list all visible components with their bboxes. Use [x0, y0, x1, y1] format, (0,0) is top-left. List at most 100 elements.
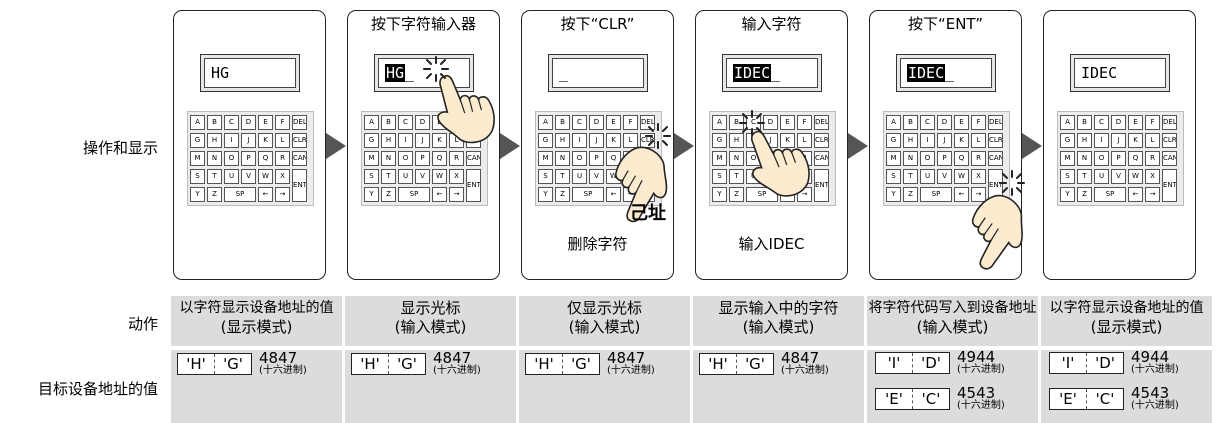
keypad-key-X[interactable]: X	[449, 169, 464, 184]
keypad-key-Q[interactable]: Q	[606, 151, 621, 166]
keypad-key-N[interactable]: N	[1077, 151, 1092, 166]
keypad-key-Y[interactable]: Y	[712, 187, 727, 202]
keypad-key-E[interactable]: E	[258, 115, 273, 130]
keypad-key-C[interactable]: C	[398, 115, 413, 130]
keypad-key-N[interactable]: N	[381, 151, 396, 166]
keypad-key-K[interactable]: K	[954, 133, 969, 148]
keypad-key-D[interactable]: D	[415, 115, 430, 130]
keypad-key-I[interactable]: I	[572, 133, 587, 148]
keypad-key-V[interactable]: V	[1111, 169, 1126, 184]
keypad-key-K[interactable]: K	[606, 133, 621, 148]
keypad-key-→[interactable]: →	[1145, 187, 1160, 202]
keypad-key-A[interactable]: A	[886, 115, 901, 130]
keypad-key-G[interactable]: G	[712, 133, 727, 148]
keypad-key-CLR[interactable]: CLR	[988, 133, 1003, 148]
keypad-key-A[interactable]: A	[538, 115, 553, 130]
keypad-key-J[interactable]: J	[1111, 133, 1126, 148]
keypad-key-M[interactable]: M	[190, 151, 205, 166]
keypad-key-←[interactable]: ←	[606, 187, 621, 202]
keypad-key-Z[interactable]: Z	[555, 187, 570, 202]
keypad-key-SP[interactable]: SP	[224, 187, 256, 202]
keypad-key-ENT[interactable]: ENT	[1162, 169, 1177, 202]
keypad-key-←[interactable]: ←	[954, 187, 969, 202]
keypad-key-Z[interactable]: Z	[381, 187, 396, 202]
keypad-key-S[interactable]: S	[886, 169, 901, 184]
keypad-key-E[interactable]: E	[780, 115, 795, 130]
keypad-key-G[interactable]: G	[1060, 133, 1075, 148]
keypad-key-Q[interactable]: Q	[954, 151, 969, 166]
keypad-key-T[interactable]: T	[555, 169, 570, 184]
keypad-key-B[interactable]: B	[555, 115, 570, 130]
keypad-key-G[interactable]: G	[538, 133, 553, 148]
keypad-key-P[interactable]: P	[415, 151, 430, 166]
keypad-key-R[interactable]: R	[1145, 151, 1160, 166]
keypad-key-Y[interactable]: Y	[886, 187, 901, 202]
keypad-key-M[interactable]: M	[538, 151, 553, 166]
keypad-key-H[interactable]: H	[207, 133, 222, 148]
keypad-key-C[interactable]: C	[572, 115, 587, 130]
keypad-key-DEL[interactable]: DEL	[640, 115, 655, 130]
keypad-key-T[interactable]: T	[729, 169, 744, 184]
keypad-key-X[interactable]: X	[971, 169, 986, 184]
keypad-key-CAN[interactable]: CAN	[466, 151, 481, 166]
keypad-key-O[interactable]: O	[572, 151, 587, 166]
keypad-key-O[interactable]: O	[920, 151, 935, 166]
keypad-key-E[interactable]: E	[1128, 115, 1143, 130]
keypad-key-D[interactable]: D	[589, 115, 604, 130]
keypad-key-H[interactable]: H	[1077, 133, 1092, 148]
keypad-key-W[interactable]: W	[954, 169, 969, 184]
keypad-key-L[interactable]: L	[971, 133, 986, 148]
keypad-key-N[interactable]: N	[729, 151, 744, 166]
keypad-key-Y[interactable]: Y	[538, 187, 553, 202]
keypad-key-ENT[interactable]: ENT	[292, 169, 307, 202]
keypad-key-H[interactable]: H	[381, 133, 396, 148]
keypad-key-T[interactable]: T	[381, 169, 396, 184]
keypad-key-B[interactable]: B	[207, 115, 222, 130]
keypad-key-S[interactable]: S	[538, 169, 553, 184]
keypad-key-ENT[interactable]: ENT	[466, 169, 481, 202]
keypad-key-L[interactable]: L	[797, 133, 812, 148]
keypad-key-C[interactable]: C	[1094, 115, 1109, 130]
keypad-key-F[interactable]: F	[275, 115, 290, 130]
keypad-key-O[interactable]: O	[1094, 151, 1109, 166]
keypad-key-D[interactable]: D	[1111, 115, 1126, 130]
keypad-key-S[interactable]: S	[712, 169, 727, 184]
keypad-key-SP[interactable]: SP	[398, 187, 430, 202]
keypad-key-DEL[interactable]: DEL	[988, 115, 1003, 130]
keypad-key-J[interactable]: J	[241, 133, 256, 148]
keypad-key-V[interactable]: V	[589, 169, 604, 184]
keypad-key-→[interactable]: →	[275, 187, 290, 202]
keypad-key-Z[interactable]: Z	[729, 187, 744, 202]
keypad-key-Z[interactable]: Z	[207, 187, 222, 202]
keypad-key-V[interactable]: V	[415, 169, 430, 184]
keypad-key-E[interactable]: E	[606, 115, 621, 130]
keypad-key-M[interactable]: M	[712, 151, 727, 166]
keypad-key-DEL[interactable]: DEL	[1162, 115, 1177, 130]
keypad-key-B[interactable]: B	[381, 115, 396, 130]
keypad-key-G[interactable]: G	[364, 133, 379, 148]
keypad-key-N[interactable]: N	[555, 151, 570, 166]
keypad-key-I[interactable]: I	[920, 133, 935, 148]
keypad-key-Q[interactable]: Q	[258, 151, 273, 166]
keypad-key-M[interactable]: M	[886, 151, 901, 166]
keypad-key-J[interactable]: J	[415, 133, 430, 148]
keypad-key-CLR[interactable]: CLR	[1162, 133, 1177, 148]
keypad-key-CLR[interactable]: CLR	[292, 133, 307, 148]
keypad-key-T[interactable]: T	[207, 169, 222, 184]
keypad-key-U[interactable]: U	[1094, 169, 1109, 184]
keypad-key-H[interactable]: H	[729, 133, 744, 148]
keypad-key-U[interactable]: U	[572, 169, 587, 184]
keypad-key-CAN[interactable]: CAN	[1162, 151, 1177, 166]
keypad-key-ENT[interactable]: ENT	[814, 169, 829, 202]
keypad-key-→[interactable]: →	[971, 187, 986, 202]
keypad-key-W[interactable]: W	[432, 169, 447, 184]
keypad-key-D[interactable]: D	[937, 115, 952, 130]
keypad-key-L[interactable]: L	[1145, 133, 1160, 148]
keypad-key-F[interactable]: F	[971, 115, 986, 130]
keypad-key-U[interactable]: U	[224, 169, 239, 184]
keypad-key-ENT[interactable]: ENT	[988, 169, 1003, 202]
keypad-key-O[interactable]: O	[398, 151, 413, 166]
keypad-key-Q[interactable]: Q	[1128, 151, 1143, 166]
keypad-key-R[interactable]: R	[275, 151, 290, 166]
keypad-key-Z[interactable]: Z	[903, 187, 918, 202]
